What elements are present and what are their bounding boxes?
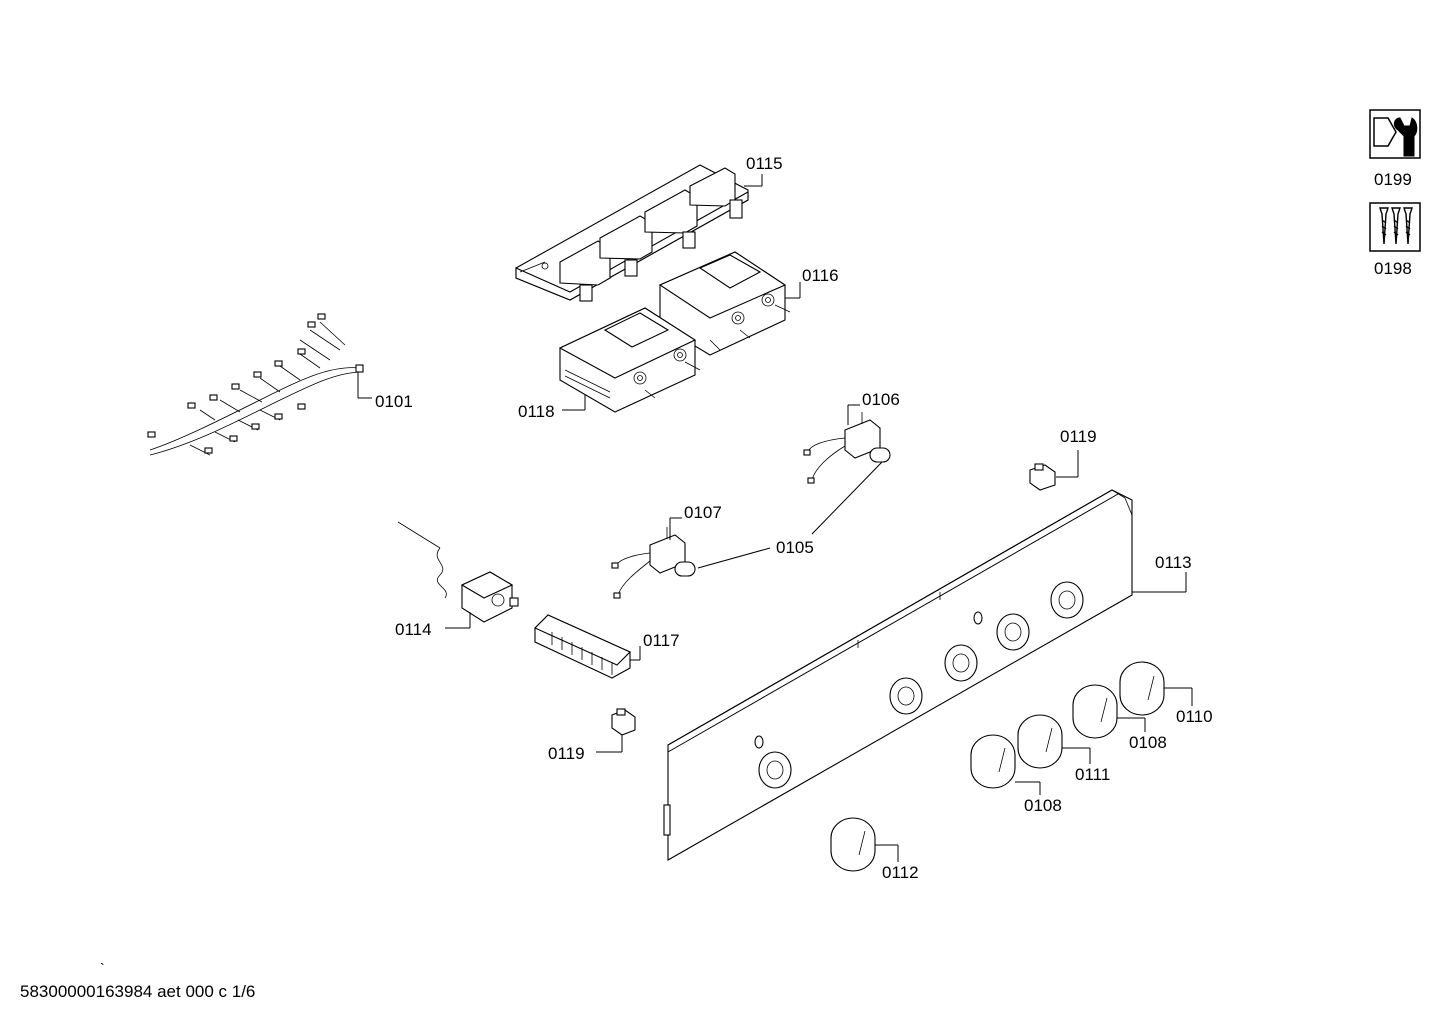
label-0107: 0107 <box>684 503 722 522</box>
screws-icon <box>1369 202 1421 252</box>
label-0199: 0199 <box>1374 170 1412 189</box>
part-0119-clip-lower[interactable] <box>611 708 636 736</box>
label-0119-lower: 0119 <box>548 744 585 763</box>
part-0108-knob-upper[interactable] <box>1072 684 1118 739</box>
part-0116-switch-module[interactable] <box>658 251 791 356</box>
part-0111-knob[interactable] <box>1017 714 1063 769</box>
part-0112-knob[interactable] <box>830 817 876 872</box>
label-0105: 0105 <box>776 538 814 557</box>
part-0115-frame-bracket[interactable] <box>515 164 749 302</box>
label-0112: 0112 <box>882 863 919 882</box>
document-footer-id: 58300000163984 aet 000 c 1/6 <box>20 982 256 1001</box>
label-0118: 0118 <box>518 402 555 421</box>
label-0106: 0106 <box>862 390 900 409</box>
label-0110: 0110 <box>1176 707 1213 726</box>
part-0118-switch-module[interactable] <box>558 307 701 413</box>
label-0198: 0198 <box>1374 259 1412 278</box>
label-0116: 0116 <box>802 266 839 285</box>
label-0117: 0117 <box>643 631 680 650</box>
part-0108-knob-lower[interactable] <box>970 734 1016 789</box>
label-0119-upper: 0119 <box>1060 427 1097 446</box>
wrench-and-nut-icon <box>1369 109 1421 159</box>
part-0101-wiring-harness[interactable] <box>147 313 364 456</box>
part-0106-switch[interactable] <box>803 412 891 484</box>
part-0107-switch[interactable] <box>611 527 696 599</box>
label-0108-upper: 0108 <box>1129 733 1167 752</box>
part-0119-clip-upper[interactable] <box>1029 463 1056 491</box>
label-0101: 0101 <box>375 392 413 411</box>
label-0111: 0111 <box>1075 765 1110 784</box>
part-0110-knob[interactable] <box>1119 661 1165 716</box>
part-0113-control-panel[interactable] <box>663 489 1133 861</box>
label-0113: 0113 <box>1155 553 1192 572</box>
part-0114-thermostat[interactable] <box>397 521 519 623</box>
part-0117-terminal-block[interactable] <box>534 614 631 679</box>
label-0108-lower: 0108 <box>1024 796 1062 815</box>
label-0114: 0114 <box>395 620 432 639</box>
label-0115: 0115 <box>746 154 783 173</box>
stray-tick-mark: ` <box>100 960 105 976</box>
